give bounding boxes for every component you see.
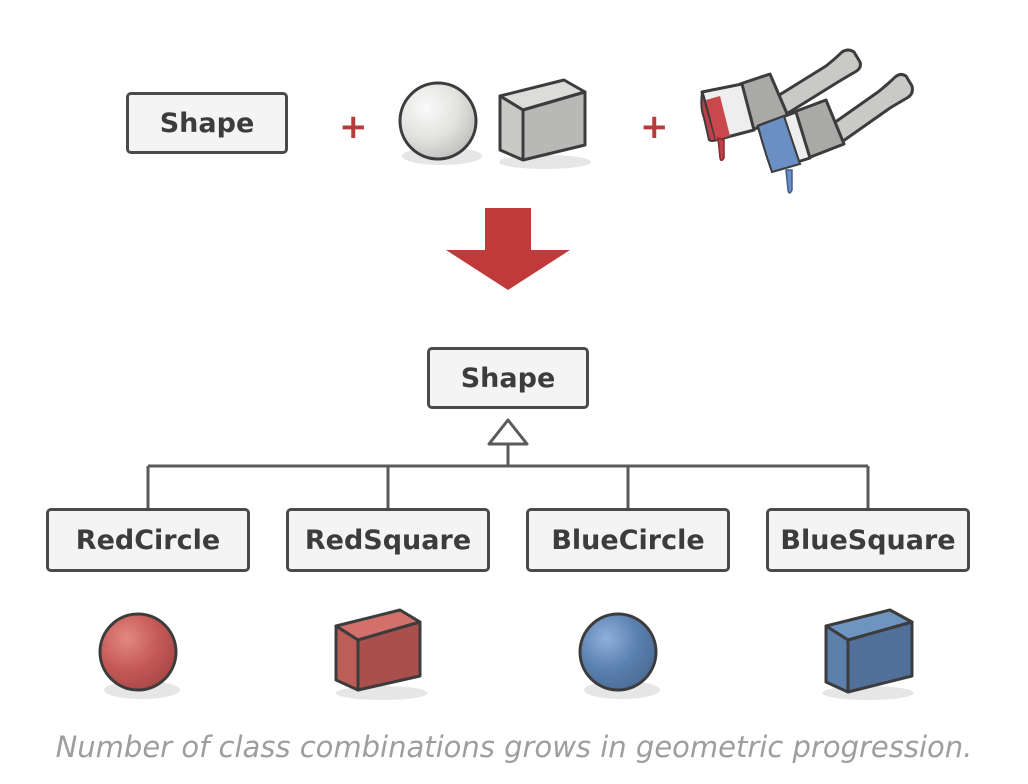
child-label: RedSquare <box>304 524 472 556</box>
parent-shape-box: Shape <box>427 347 589 409</box>
child-box-red-square: RedSquare <box>286 508 490 572</box>
plus-sign-2: + <box>640 107 669 147</box>
top-shape-box: Shape <box>126 92 288 154</box>
child-label: RedCircle <box>75 524 221 556</box>
child-box-blue-square: BlueSquare <box>766 508 970 572</box>
red-square-icon <box>334 608 428 700</box>
parent-shape-label: Shape <box>460 362 556 394</box>
top-shape-label: Shape <box>159 107 255 139</box>
blue-paint-brush-icon <box>756 72 914 194</box>
inheritance-connectors <box>146 444 870 508</box>
blue-square-icon <box>822 608 914 700</box>
diagram-caption: Number of class combinations grows in ge… <box>55 730 973 764</box>
paint-brushes-icon <box>700 48 914 194</box>
inheritance-triangle-icon <box>487 418 529 446</box>
child-label: BlueCircle <box>551 524 705 556</box>
down-arrow-icon <box>446 208 570 290</box>
red-paint-brush-icon <box>700 48 862 162</box>
gray-cube-icon <box>498 78 591 169</box>
red-circle-icon <box>98 612 180 699</box>
gray-sphere-icon <box>398 81 482 165</box>
blue-circle-icon <box>578 612 660 699</box>
child-label: BlueSquare <box>780 524 956 556</box>
child-box-red-circle: RedCircle <box>46 508 250 572</box>
plus-sign-1: + <box>339 107 368 147</box>
child-box-blue-circle: BlueCircle <box>526 508 730 572</box>
